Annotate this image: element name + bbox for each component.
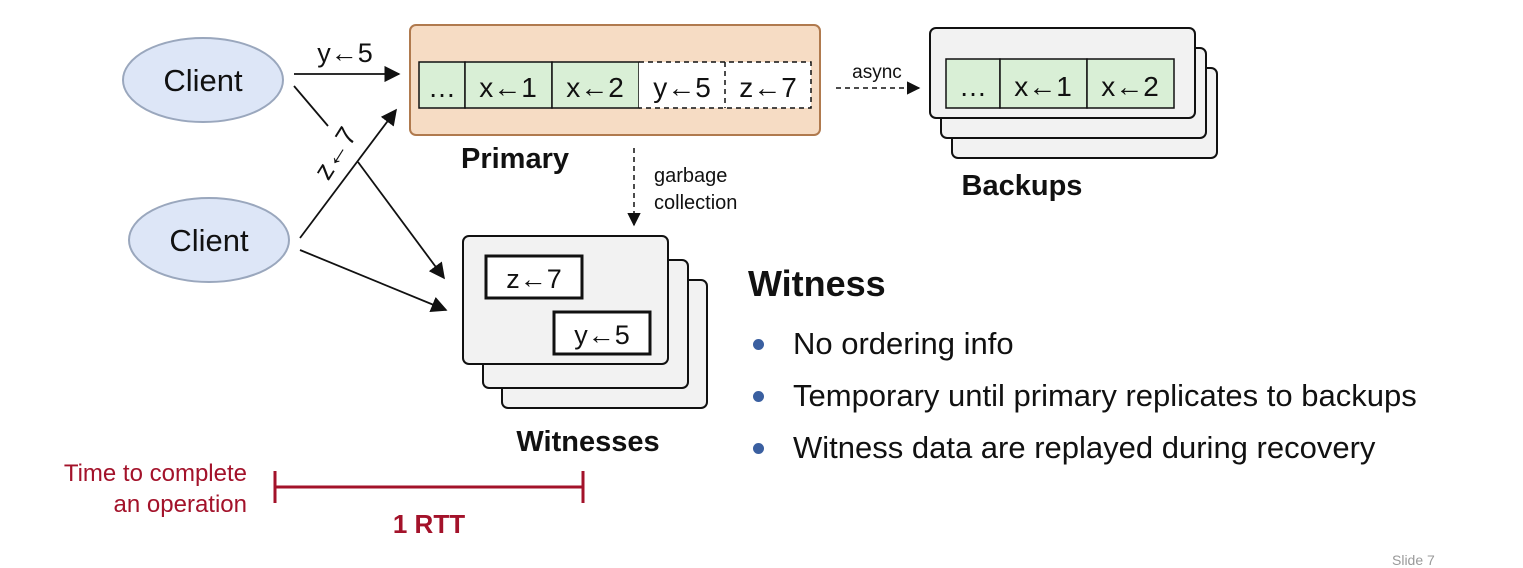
witness-bullet-text: No ordering info	[793, 326, 1014, 361]
witness-bullet-list: No ordering info Temporary until primary…	[748, 318, 1518, 474]
witness-bullet: No ordering info	[748, 318, 1518, 370]
client-top-label: Client	[163, 63, 243, 98]
timing-label-line2: an operation	[114, 491, 247, 518]
primary-log-cell	[418, 61, 466, 109]
primary-log-x1: x←1	[479, 72, 537, 103]
primary-log-cell-pending	[639, 62, 725, 108]
witness-bullet-text: Temporary until primary replicates to ba…	[793, 378, 1417, 413]
witnesses-stack: z←7 y←5	[462, 235, 708, 409]
primary-log-x2: x←2	[566, 72, 624, 103]
arrow-client1-witness-start	[293, 85, 329, 127]
backup-log-cell	[945, 58, 1001, 109]
backup-log-x1: x←1	[1014, 71, 1072, 102]
request-z-label: z←7	[308, 122, 363, 185]
timing-label-line1: Time to complete	[64, 460, 247, 487]
primary-log-cell	[551, 61, 640, 109]
witnesses-label: Witnesses	[516, 426, 659, 458]
primary-log: … x←1 x←2 y←5 z←7	[418, 61, 812, 109]
witness-entry-z7: z←7	[506, 264, 562, 294]
gc-label-line1: garbage	[654, 165, 727, 187]
backup-log-x2: x←2	[1101, 71, 1159, 102]
backup-log-cell	[999, 58, 1088, 109]
primary-box: … x←1 x←2 y←5 z←7	[409, 24, 821, 136]
primary-label: Primary	[461, 143, 569, 175]
arrow-client2-witness	[299, 249, 448, 312]
arrow-client2-primary	[299, 108, 397, 239]
primary-log-y5: y←5	[653, 72, 711, 103]
bullet-dot-icon	[753, 339, 764, 350]
client-bottom: Client	[128, 197, 290, 283]
backups-label: Backups	[962, 170, 1083, 202]
slide-number: Slide 7	[1392, 552, 1435, 568]
witness-heading: Witness	[748, 263, 886, 304]
bullet-dot-icon	[753, 391, 764, 402]
backup-log: … x←1 x←2	[945, 58, 1175, 109]
backup-log-ellipsis: …	[959, 71, 987, 102]
client-top: Client	[122, 37, 284, 123]
rtt-label: 1 RTT	[393, 509, 465, 539]
request-y-label: y←5	[317, 38, 373, 68]
witness-entry-box	[484, 254, 584, 300]
witness-bullet-text: Witness data are replayed during recover…	[793, 430, 1376, 465]
arrow-client1-witness	[357, 161, 445, 280]
witness-bullet: Witness data are replayed during recover…	[748, 422, 1518, 474]
witness-bullet: Temporary until primary replicates to ba…	[748, 370, 1518, 422]
backups-stack: … x←1 x←2	[929, 27, 1218, 159]
client-bottom-label: Client	[169, 223, 249, 258]
primary-log-ellipsis: …	[428, 72, 456, 103]
primary-log-z7: z←7	[739, 72, 797, 103]
witness-info: Witness No ordering info Temporary until…	[748, 262, 1518, 474]
gc-label-line2: collection	[654, 192, 737, 214]
primary-log-cell-pending	[725, 62, 811, 108]
bullet-dot-icon	[753, 443, 764, 454]
witness-entry-box	[552, 310, 652, 356]
async-label: async	[852, 62, 902, 83]
backup-log-cell	[1086, 58, 1175, 109]
witness-entry-y5: y←5	[574, 320, 630, 350]
rtt-bracket	[273, 471, 585, 503]
